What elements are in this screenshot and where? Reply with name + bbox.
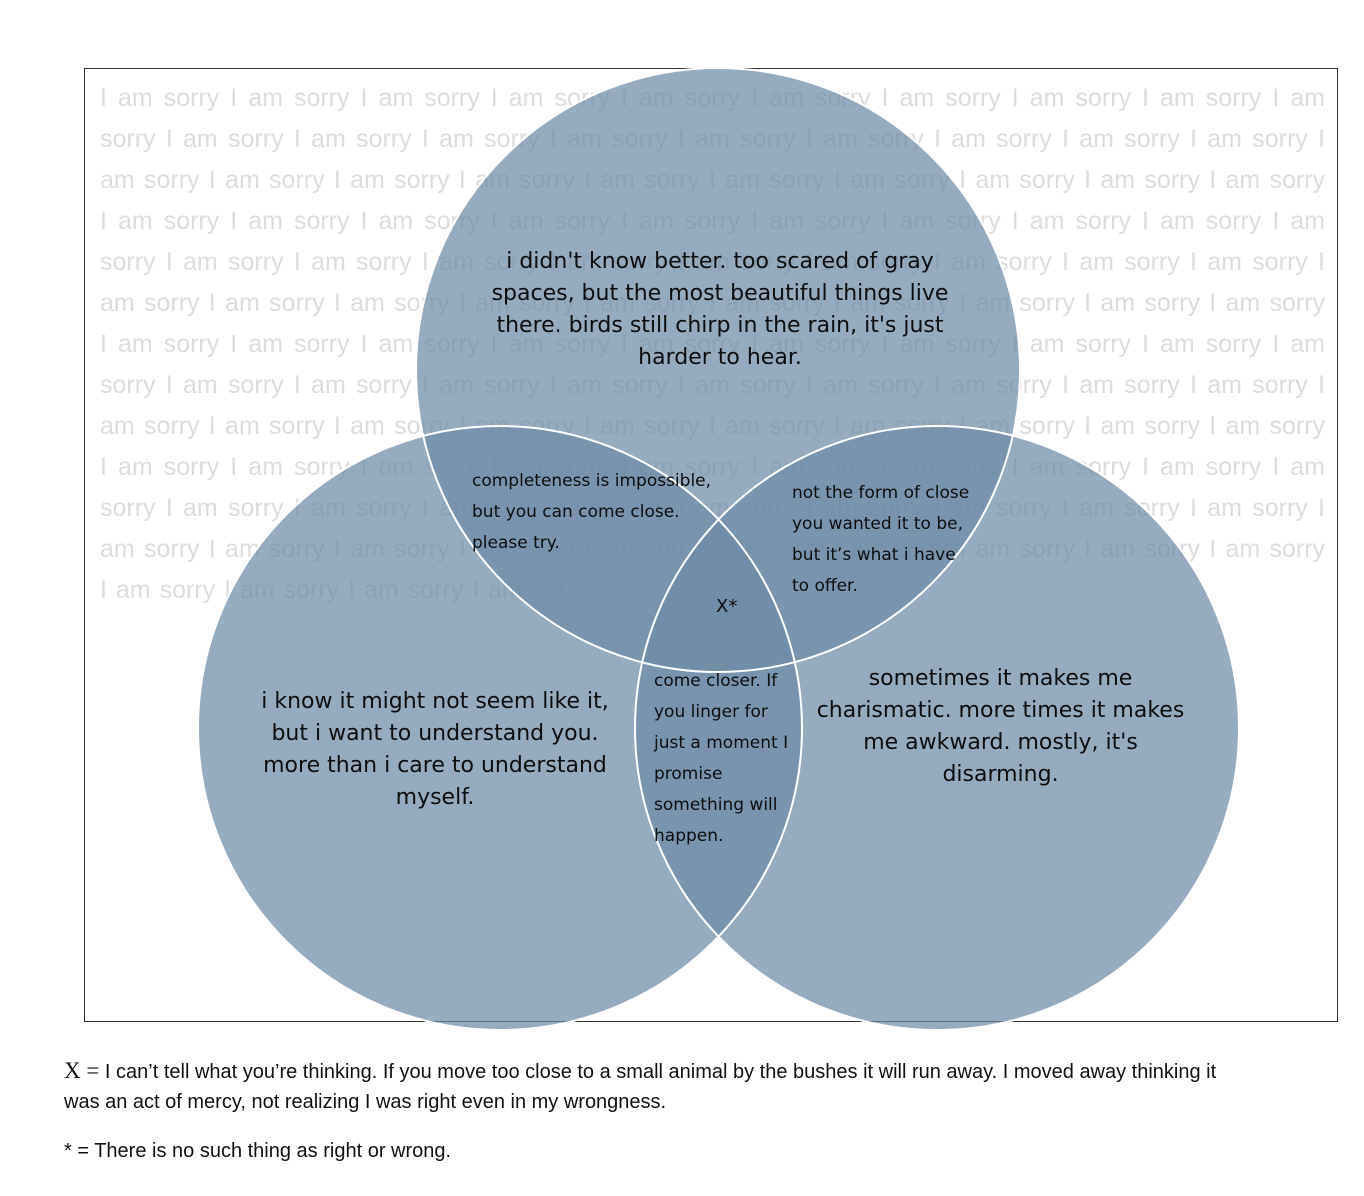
venn-outline-left: [197, 425, 803, 1031]
venn-circle-left: [198, 426, 802, 1030]
venn-circle-right: [635, 426, 1239, 1030]
footnote-x-text: I can’t tell what you’re thinking. If yo…: [64, 1061, 1217, 1113]
venn-region-right-text: sometimes it makes me charismatic. more …: [816, 666, 1185, 787]
venn-overlap-bottom-text: come closer. If you linger for just a mo…: [654, 671, 789, 846]
venn-overlap-top-left-text: completeness is impossible, but you can …: [472, 471, 712, 553]
venn-center-label: X*: [716, 596, 738, 617]
footnote-x: X = I can’t tell what you’re thinking. I…: [64, 1056, 1244, 1117]
venn-overlap-top-right-text: not the form of close you wanted it to b…: [792, 483, 970, 596]
venn-outline-right: [634, 425, 1240, 1031]
venn-outline-top: [415, 67, 1021, 673]
footnote-star: * = There is no such thing as right or w…: [64, 1140, 452, 1162]
venn-region-left-text: i know it might not seem like it, but i …: [261, 689, 609, 810]
footnote-x-symbol: X =: [64, 1058, 100, 1083]
venn-region-top-text: i didn't know better. too scared of gray…: [491, 249, 949, 370]
